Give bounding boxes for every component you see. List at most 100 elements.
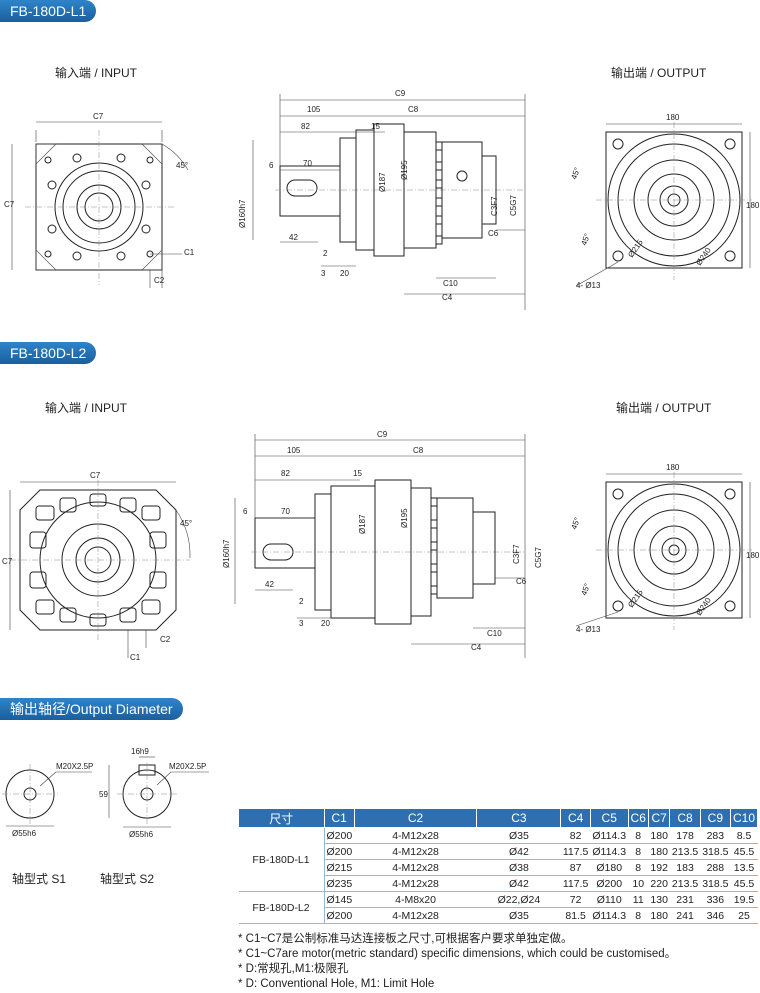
table-cell: 45.5 [730,843,758,860]
table-cell: Ø200 [590,875,629,892]
table-cell: 8 [628,859,649,876]
l2-side-20: 20 [321,619,330,628]
table-header: C5 [589,808,629,828]
table-cell: 11 [628,891,649,908]
table-header: C2 [353,808,478,828]
table-cell: Ø110 [590,891,629,908]
table-cell: Ø145 [324,891,355,908]
l1-side-3: 3 [321,269,326,278]
table-cell: 213.5 [669,843,701,860]
table-cell: 4-M12x28 [354,875,477,892]
table-cell: Ø35 [476,907,561,924]
l1-side-c8: C8 [408,105,419,114]
l2-side-c4: C4 [471,643,482,652]
table-cell: 8 [628,827,649,844]
table-cell: 130 [648,891,670,908]
l1-output-dia215: Ø215 [626,238,645,260]
table-cell: 72 [560,891,591,908]
l2-side-c3: C3F7 [512,544,521,564]
l1-side-dia187: Ø187 [378,172,387,192]
l1-side-2: 2 [323,249,328,258]
l2-side-c10: C10 [487,629,502,638]
l2-input-c2: C2 [160,635,171,644]
table-cell: 4-M12x28 [354,907,477,924]
shaft-s1-label: 轴型式 S1 [12,872,67,886]
l2-side-dia160: Ø160h7 [222,539,231,568]
section1-input-label: 输入端 / INPUT [55,66,138,80]
s1-thread: M20X2.5P [56,762,93,771]
l2-side-view: C9 105 C8 82 15 6 70 42 Ø160h7 Ø187 Ø195… [222,430,543,658]
l1-output-180-top: 180 [666,113,680,122]
l1-input-c1: C1 [184,248,195,257]
l1-output-dia240: Ø240 [694,246,713,268]
l1-side-42: 42 [289,233,298,242]
l1-output-angle-1: 45° [569,166,582,180]
table-cell: 8 [628,843,649,860]
l1-side-c6: C6 [488,229,499,238]
l2-output-angle-2: 45° [579,582,592,596]
table-row: Ø235 4-M12x28 Ø42 117.5 Ø200 10 220 213.… [239,875,758,892]
table-cell: Ø200 [324,843,355,860]
l2-side-3: 3 [299,619,304,628]
table-cell: Ø42 [476,843,561,860]
l2-side-15: 15 [353,469,362,478]
model-cell: FB-180D-L1 [238,827,325,892]
l2-side-dia187: Ø187 [358,514,367,534]
table-row: FB-180D-L2 Ø145 4-M8x20 Ø22,Ø24 72 Ø110 … [238,891,758,924]
l2-input-c1: C1 [130,653,141,662]
table-cell: Ø38 [476,859,561,876]
table-cell: 4-M8x20 [354,891,477,908]
table-header: C4 [560,808,591,828]
table-cell: 241 [669,907,701,924]
table-cell: 4-M12x28 [354,827,477,844]
l2-output-180-side: 180 [746,551,760,560]
l1-side-c3: C3F7 [490,196,499,216]
table-cell: 178 [669,827,701,844]
table-row: Ø200 4-M12x28 Ø35 81.5 Ø114.3 8 180 241 … [239,907,758,924]
l1-side-dia195: Ø195 [400,160,409,180]
table-cell: 180 [648,907,670,924]
l2-side-42: 42 [265,580,274,589]
table-cell: 283 [700,827,731,844]
table-cell: Ø114.3 [590,827,629,844]
table-cell: 8 [628,907,649,924]
shaft-s1-view: M20X2.5P Ø55h6 [2,762,93,838]
table-cell: Ø114.3 [590,843,629,860]
l1-side-15: 15 [371,122,380,131]
table-cell: 4-M12x28 [354,859,477,876]
section2-title: FB-180D-L2 [0,342,97,364]
l2-side-105: 105 [287,446,301,455]
table-cell: 318.5 [700,875,731,892]
shaft-s2-label: 轴型式 S2 [100,872,155,886]
table-row: FB-180D-L1 Ø200 4-M12x28 Ø35 82 Ø114.3 8… [238,827,758,892]
table-header: 尺寸 [238,808,325,828]
l1-side-70: 70 [303,159,312,168]
l1-side-view: C9 105 C8 82 15 6 70 42 Ø160h7 Ø187 Ø195… [238,89,526,310]
table-header: C10 [729,808,759,828]
table-header: C8 [669,808,701,828]
table-cell: Ø114.3 [590,907,629,924]
l1-output-angle-2: 45° [579,232,592,246]
l1-side-c10: C10 [443,279,458,288]
l2-output-dia215: Ø215 [626,588,645,610]
table-cell: Ø22,Ø24 [476,891,561,908]
l2-output-angle-1: 45° [569,516,582,530]
l1-input-view: C7 C7 45° C1 C2 [4,112,195,288]
table-cell: Ø180 [590,859,629,876]
table-cell: 82 [560,827,591,844]
model-cell: FB-180D-L2 [238,891,325,924]
notes: * C1~C7是公制标准马达连接板之尺寸,可根据客户要求单独定做。 * C1~C… [238,932,676,992]
l2-input-view: C7 C7 45° C2 C1 [2,471,192,662]
table-header: C1 [323,808,355,828]
table-cell: Ø42 [476,875,561,892]
note-line: * D:常规孔,M1:极限孔 [238,963,349,975]
l2-input-angle: 45° [180,519,192,528]
l2-output-dia240: Ø240 [694,596,713,618]
table-cell: 13.5 [730,859,758,876]
table-cell: 87 [560,859,591,876]
l1-output-holes: 4- Ø13 [576,281,601,290]
l1-side-dia160: Ø160h7 [238,199,247,228]
l2-side-70: 70 [281,507,290,516]
table-cell: 117.5 [560,843,591,860]
table-cell: 180 [648,843,670,860]
